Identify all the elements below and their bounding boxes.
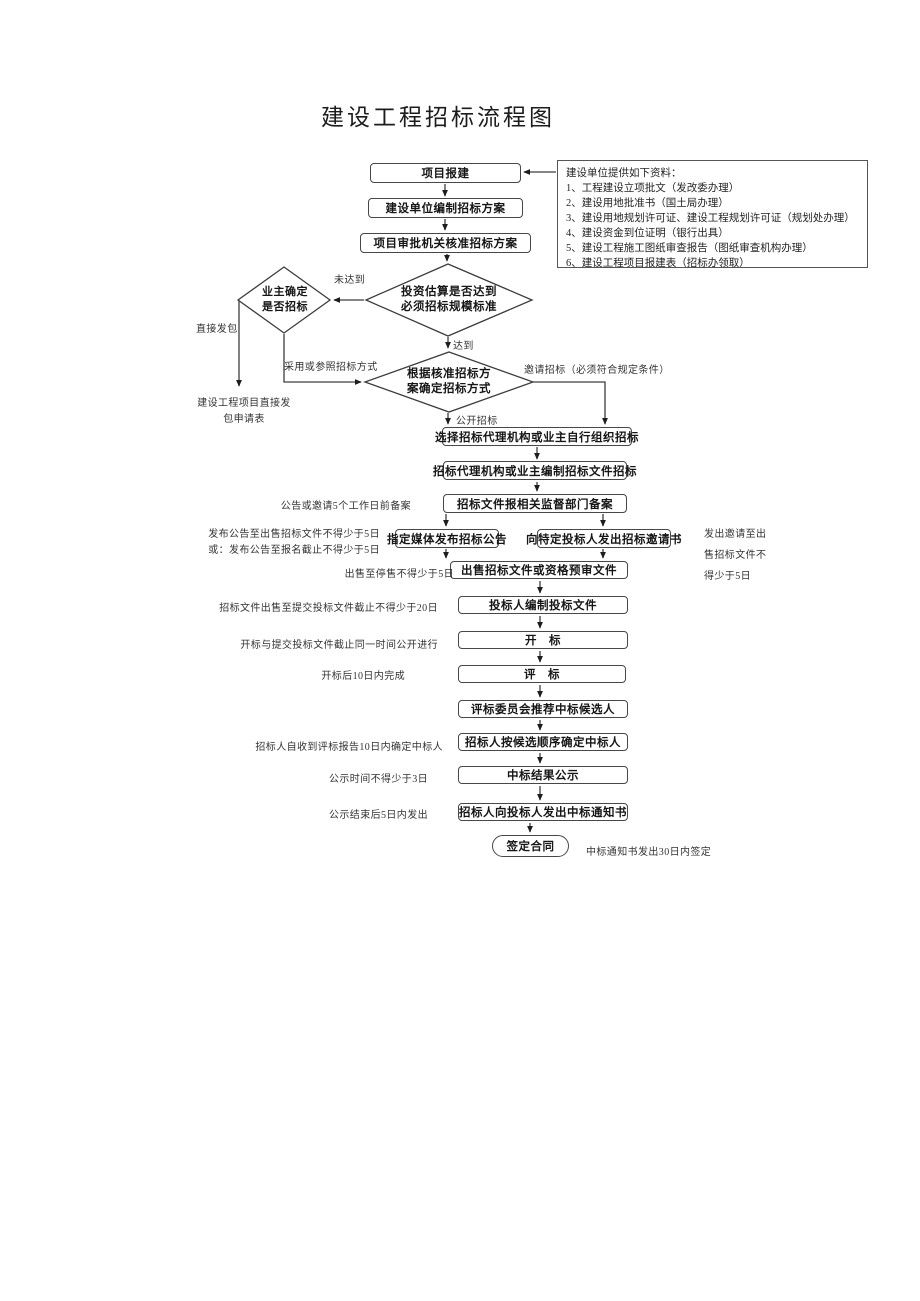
annotation-eval-within10: 开标后10日内完成 [321,671,405,682]
node-send-invitation: 向特定投标人发出招标邀请书 [526,529,682,548]
node-bid-evaluation: 评 标 [458,665,626,683]
info-box-item: 4、建设资金到位证明（银行出具） [566,228,729,239]
node-determine-winner: 招标人按候选顺序确定中标人 [458,733,628,751]
edge-label-direct-award: 直接发包 [196,324,238,335]
edge-label-invited-tender: 邀请招标（必须符合规定条件） [524,365,670,376]
node-bid-opening: 开 标 [458,631,628,649]
annotation-determine-within10: 招标人自收到评标报告10日内确定中标人 [255,742,443,753]
edge-label-adopt-method: 采用或参照招标方式 [284,362,378,373]
annotation-line: 得少于5日 [704,571,751,582]
node-prepare-tender: 投标人编制投标文件 [458,596,628,614]
diamond-line: 根据核准招标方 [407,368,491,380]
annotation-announce-min5-alt: 或：发布公告至报名截止不得少于5日 [208,545,380,556]
node-file-for-record: 招标文件报相关监督部门备案 [443,494,627,513]
annotation-sign-within30: 中标通知书发出30日内签定 [586,847,712,858]
node-publish-announcement: 指定媒体发布招标公告 [387,529,507,548]
annotation-announce-min5: 发布公告至出售招标文件不得少于5日 [208,529,380,540]
diamond-method-decision-shape [363,351,535,413]
diamond-owner-decision-shape [236,266,332,334]
diamond-line: 案确定招标方式 [407,383,491,395]
annotation-line: 售招标文件不 [704,550,767,561]
node-approve-plan: 项目审批机关核准招标方案 [360,233,531,253]
node-project-report: 项目报建 [370,163,521,183]
edge-label-line: 包申请表 [223,414,265,425]
edge-label-direct-award-form: 建设工程项目直接发 包申请表 [180,396,308,428]
annotation-sale-to-deadline-min20: 招标文件出售至提交投标文件截止不得少于20日 [219,603,438,614]
annotation-publicity-min3: 公示时间不得少于3日 [329,774,428,785]
annotation-record-before: 公告或邀请5个工作日前备案 [280,501,411,512]
edge-label-not-reached: 未达到 [334,275,366,286]
diamond-owner-decision-label: 业主确定 是否招标 [240,284,330,316]
info-box-heading: 建设单位提供如下资料： [566,168,682,179]
annotation-line: 发出邀请至出 [704,529,767,540]
diamond-line: 是否招标 [262,301,308,313]
diamond-method-decision-label: 根据核准招标方 案确定招标方式 [365,364,533,400]
annotation-sale-min5: 出售至停售不得少于5日 [344,569,454,580]
edge-label-reached: 达到 [453,341,474,352]
info-box-item: 3、建设用地规划许可证、建设工程规划许可证（规划处办理） [566,213,855,224]
arrow-owner-to-method [283,334,362,385]
node-select-agency: 选择招标代理机构或业主自行组织招标 [435,427,639,446]
diamond-line: 业主确定 [262,286,308,298]
page-title: 建设工程招标流程图 [321,105,555,130]
node-recommend-candidates: 评标委员会推荐中标候选人 [458,700,628,718]
info-box-item: 1、工程建设立项批文（发改委办理） [566,183,740,194]
diamond-line: 必须招标规模标准 [401,301,497,313]
node-sign-contract: 签定合同 [492,835,569,857]
node-issue-notice: 招标人向投标人发出中标通知书 [458,803,628,821]
annotation-open-same-time: 开标与提交投标文件截止同一时间公开进行 [240,640,438,651]
edge-label-open-tender: 公开招标 [456,416,498,427]
diamond-investment-check-shape [364,263,534,337]
node-prepare-bid-docs: 招标代理机构或业主编制招标文件招标 [433,461,637,480]
node-publicize-result: 中标结果公示 [458,766,628,784]
annotation-notice-within5: 公示结束后5日内发出 [329,810,428,821]
diamond-investment-check-label: 投资估算是否达到 必须招标规模标准 [366,282,532,318]
annotation-invite-min5: 发出邀请至出 售招标文件不 得少于5日 [704,524,784,587]
info-box-item: 6、建设工程项目报建表（招标办领取） [566,258,750,269]
arrow-invited-to-select [533,381,608,425]
node-prepare-plan: 建设单位编制招标方案 [368,198,523,218]
edge-label-line: 建设工程项目直接发 [197,398,291,409]
info-box-item: 5、建设工程施工图纸审查报告（图纸审查机构办理） [566,243,813,254]
diamond-line: 投资估算是否达到 [401,286,497,298]
info-box: 建设单位提供如下资料： 1、工程建设立项批文（发改委办理） 2、建设用地批准书（… [557,160,868,269]
node-sell-documents: 出售招标文件或资格预审文件 [450,561,628,579]
info-box-item: 2、建设用地批准书（国土局办理） [566,198,729,209]
